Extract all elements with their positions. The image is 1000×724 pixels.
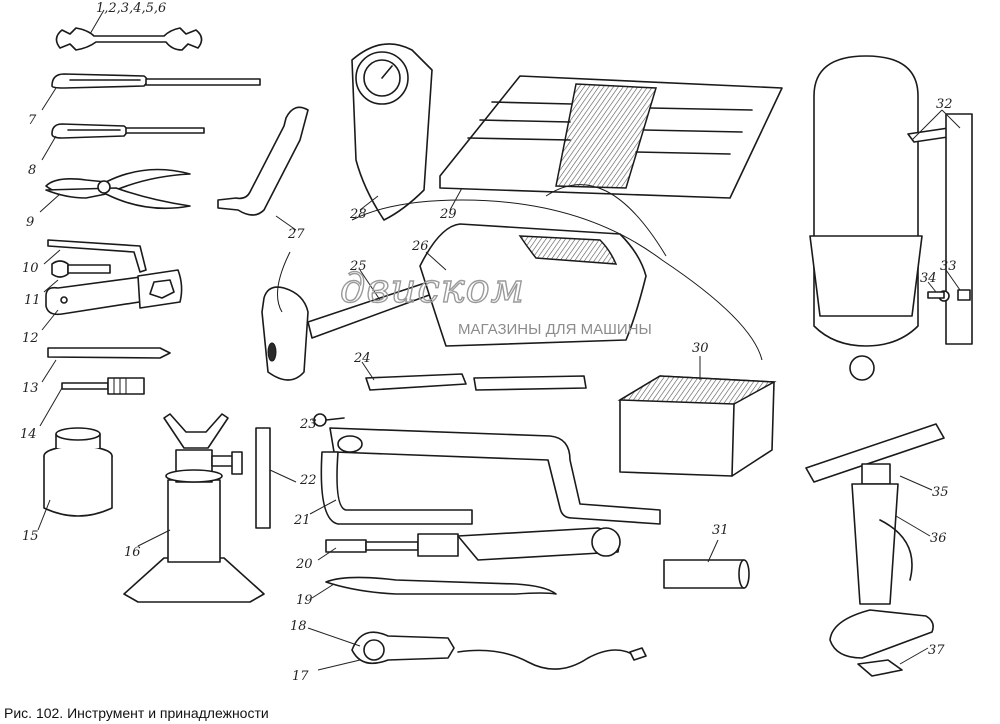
callout-30: 30 — [692, 341, 709, 356]
callout-33: 33 — [940, 259, 957, 274]
pump-base-plate — [857, 659, 903, 677]
callout-11: 11 — [24, 293, 41, 308]
callout-28: 28 — [349, 207, 367, 222]
spare-hoses — [365, 373, 587, 391]
callout-10: 10 — [22, 261, 39, 276]
callout-15: 15 — [22, 529, 39, 544]
callout-1-6: 1,2,3,4,5,6 — [96, 1, 166, 16]
valve-key — [51, 260, 111, 278]
callout-13: 13 — [22, 381, 39, 396]
callout-23: 23 — [299, 417, 317, 432]
callout-9: 9 — [26, 215, 34, 230]
drift-punch — [47, 347, 171, 359]
spark-plug-wrench — [45, 269, 183, 316]
callout-34: 34 — [920, 271, 937, 286]
callout-17: 17 — [292, 669, 309, 684]
grease-gun — [325, 527, 621, 561]
fire-extinguisher — [809, 55, 973, 381]
tool-roll — [439, 75, 783, 199]
pump-nozzle — [663, 559, 750, 589]
callout-19: 19 — [296, 593, 313, 608]
car-jack — [123, 413, 265, 603]
grease-jar — [43, 427, 113, 517]
tire-gauge-tool — [61, 377, 145, 395]
tool-bag — [419, 223, 647, 347]
tire-lever — [325, 576, 557, 595]
ignition-key — [313, 413, 345, 427]
callout-7: 7 — [28, 113, 37, 128]
air-pump — [805, 423, 945, 659]
callout-8: 8 — [28, 163, 36, 178]
callout-24: 24 — [353, 351, 371, 366]
wheel-brace — [320, 427, 661, 525]
callout-18: 18 — [290, 619, 307, 634]
callout-21: 21 — [293, 513, 311, 528]
inspection-lamp — [351, 631, 647, 670]
figure-caption: Рис. 102. Инструмент и принадлежности — [4, 705, 269, 721]
open-end-wrench — [55, 27, 203, 51]
callout-14: 14 — [20, 427, 37, 442]
callout-20: 20 — [295, 557, 313, 572]
hammer — [261, 281, 433, 381]
callout-26: 26 — [411, 239, 429, 254]
pressure-gauge — [351, 43, 433, 221]
callout-16: 16 — [124, 545, 141, 560]
callout-29: 29 — [439, 207, 457, 222]
tommy-bar — [255, 427, 271, 529]
socket-spanner — [217, 106, 309, 216]
screwdriver-large — [51, 73, 261, 89]
watermark-tagline: МАГАЗИНЫ ДЛЯ МАШИНЫ — [458, 321, 652, 338]
callout-25: 25 — [349, 259, 367, 274]
callout-37: 37 — [928, 643, 945, 658]
callout-32: 32 — [936, 97, 953, 112]
mounting-screws — [927, 289, 971, 302]
hex-key — [47, 239, 147, 273]
callout-35: 35 — [932, 485, 949, 500]
callout-12: 12 — [22, 331, 39, 346]
callout-22: 22 — [299, 473, 317, 488]
callout-27: 27 — [287, 227, 305, 242]
callout-labels: 1,2,3,4,5,6 7 8 9 10 11 12 13 14 15 16 1… — [20, 1, 957, 684]
callout-31: 31 — [712, 523, 729, 538]
tool-box — [617, 375, 777, 477]
watermark: двиском МАГАЗИНЫ ДЛЯ МАШИНЫ — [339, 265, 652, 338]
watermark-brand: двиском — [340, 266, 525, 312]
leader-lines — [37, 9, 961, 671]
screwdriver-small — [51, 123, 205, 139]
callout-36: 36 — [930, 531, 947, 546]
pliers — [45, 168, 191, 210]
